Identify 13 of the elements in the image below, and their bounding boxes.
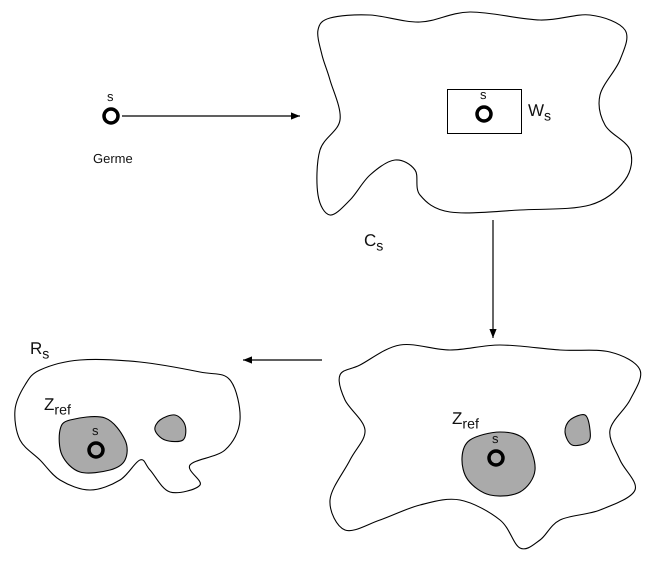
arrow [489,220,497,338]
seed-label: s [107,90,114,103]
region-label: R$_{s}$ [30,340,50,362]
seed-label: s [492,432,498,445]
arrow [243,356,322,364]
region-label: C$_{s}$ [364,232,384,254]
region-label: W$_{s}$ [528,102,552,124]
node-label: Germe [93,152,133,165]
region-label: Z$_{ref}$ [44,396,71,418]
region-label: Z$_{ref}$ [452,410,479,432]
seed-label: s [92,424,98,437]
arrow [122,112,300,120]
seed-label: s [480,88,486,101]
